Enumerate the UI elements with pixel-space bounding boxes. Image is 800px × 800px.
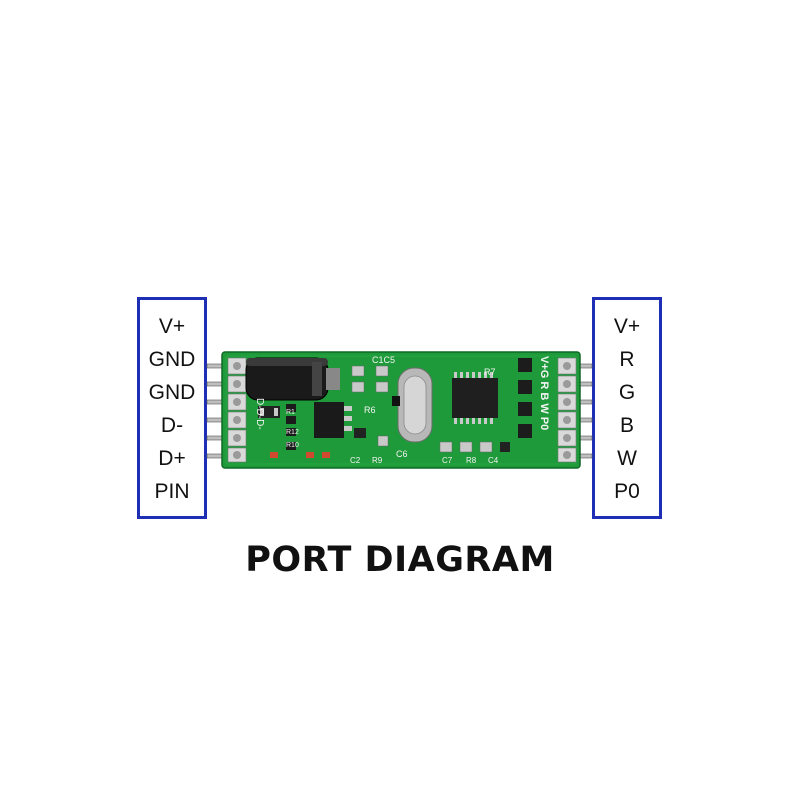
left-pin-label-box: V+ GND GND D- D+ PIN [137,297,207,519]
diagram-title: PORT DIAGRAM [245,540,555,580]
right-pin-label-box: V+ R G B W P0 [592,297,662,519]
left-pin-label: GND [148,348,196,371]
silk-left-header: D-D-D- [254,398,265,430]
right-solder-pads [557,357,577,463]
bottom-smd-row [439,441,510,453]
right-pin-label: W [617,447,637,470]
electrolytic-capacitor [245,357,340,401]
right-pin-label: P0 [614,480,640,503]
silk-r8: R8 [466,456,477,465]
right-mosfets [518,358,532,438]
silk-r12: R12 [286,429,299,436]
silk-c4: C4 [488,456,499,465]
sot-chip [314,402,352,438]
silk-c7: C7 [442,456,453,465]
silk-r7: R7 [484,367,496,377]
left-pin-label: D- [160,414,184,437]
main-ic [452,372,498,424]
left-pin-label: D+ [158,447,186,470]
right-pin-label: R [619,348,635,371]
silk-r1: R1 [286,409,295,416]
silk-c1c5: C1C5 [372,355,395,365]
right-pin-label: V+ [613,315,641,338]
left-pin-label: GND [148,381,196,404]
right-pin-label: G [618,381,636,404]
right-pin-label: B [619,414,634,437]
silk-c6: C6 [396,449,408,459]
silk-r9: R9 [372,456,383,465]
silk-r10: R10 [286,442,299,449]
left-pin-label: V+ [158,315,186,338]
crystal-oscillator [392,367,433,443]
small-smd-top [351,365,389,447]
silk-r6: R6 [364,405,376,415]
left-smd-components [258,404,330,458]
silk-c2: C2 [350,456,361,465]
silk-right-header: V+G R B W P0 [538,356,550,430]
left-pin-label: PIN [154,480,190,503]
left-solder-pads [227,357,247,463]
